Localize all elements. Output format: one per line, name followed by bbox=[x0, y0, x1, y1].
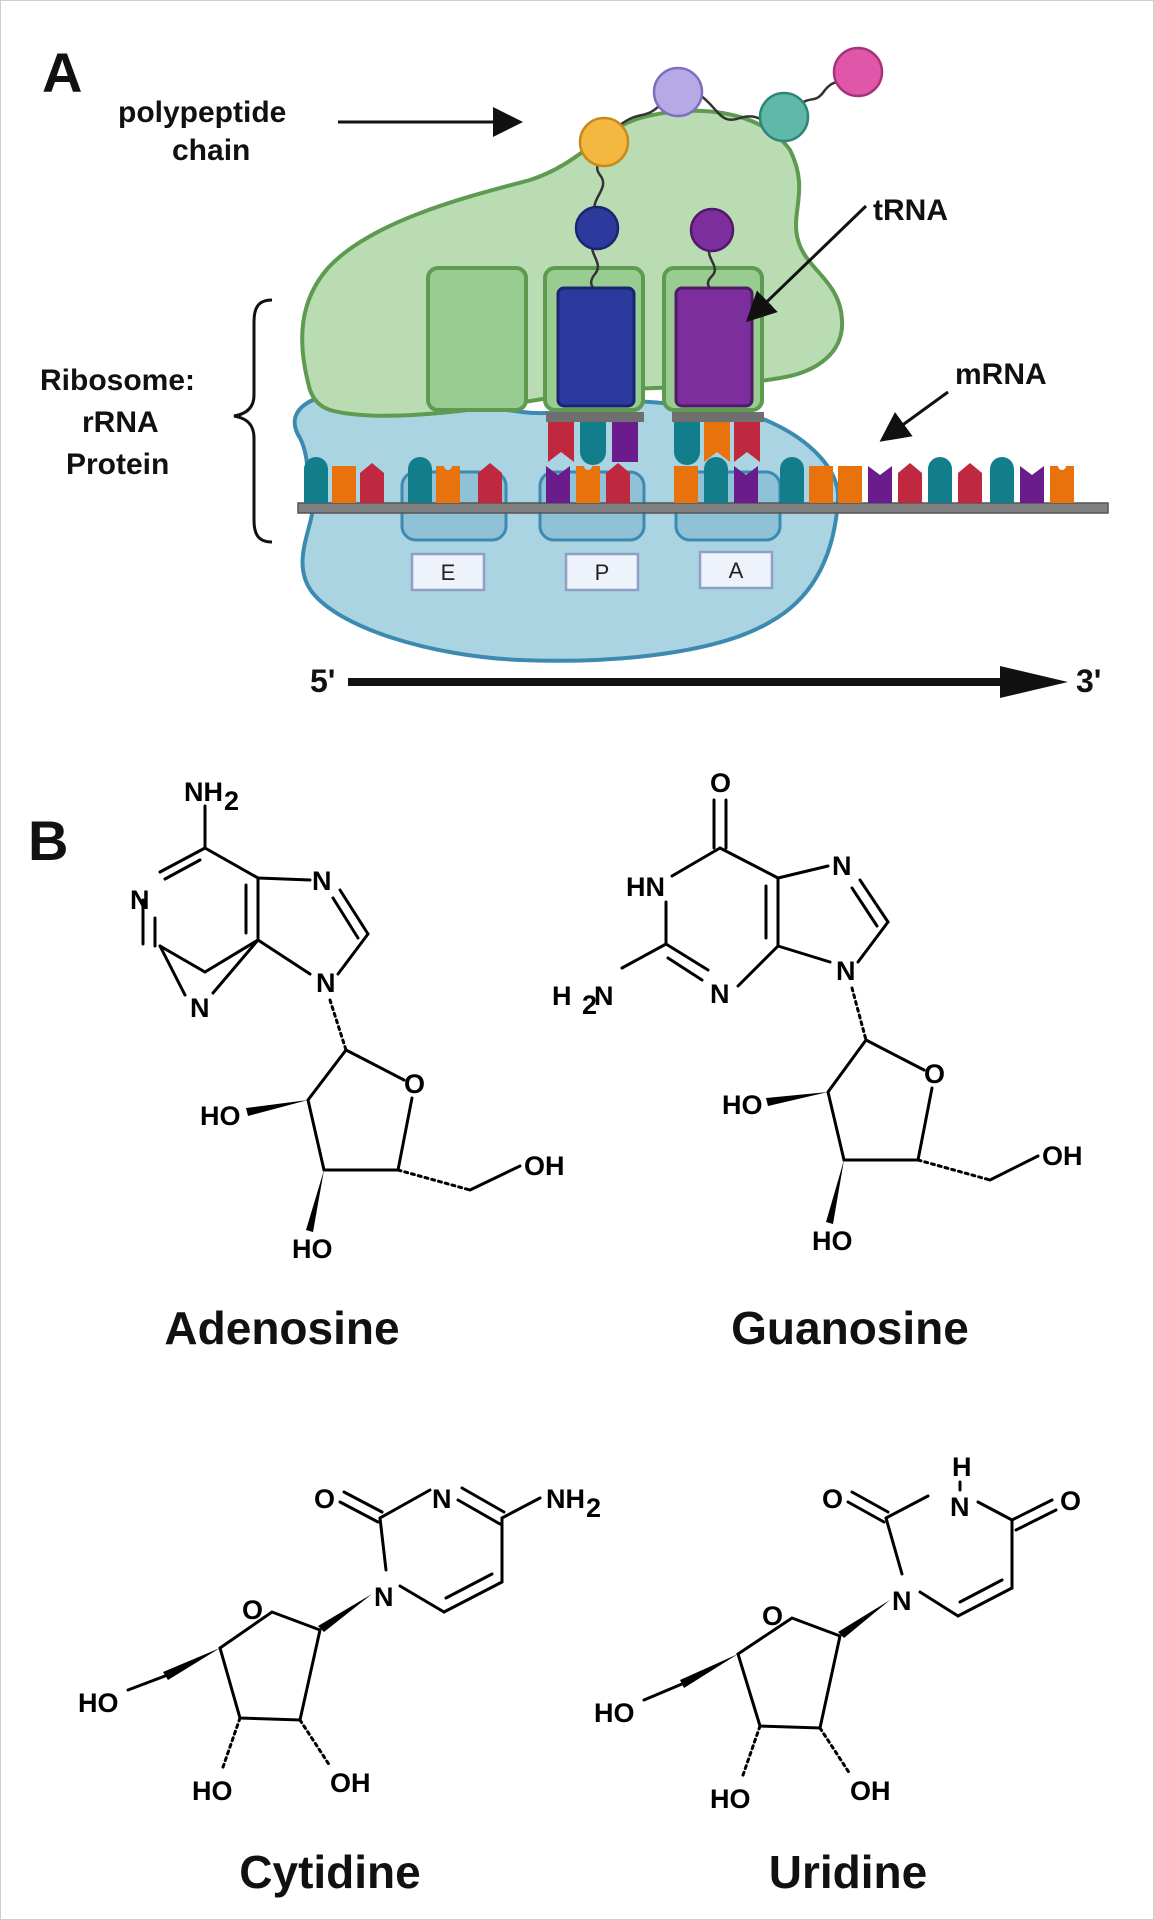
svg-text:E: E bbox=[441, 560, 456, 585]
svg-text:H: H bbox=[552, 981, 572, 1011]
svg-text:HO: HO bbox=[710, 1784, 751, 1814]
svg-text:H: H bbox=[952, 1452, 972, 1482]
svg-text:N: N bbox=[316, 968, 336, 998]
adenosine-name: Adenosine bbox=[164, 1302, 399, 1354]
svg-text:NH: NH bbox=[184, 777, 223, 807]
guanosine-name: Guanosine bbox=[731, 1302, 969, 1354]
svg-text:HN: HN bbox=[626, 872, 665, 902]
svg-text:OH: OH bbox=[1042, 1141, 1083, 1171]
site-label-a: A bbox=[698, 550, 774, 590]
ribosome-label-line3: Protein bbox=[66, 448, 169, 481]
uridine-structure: O H N O N O HO HO OH bbox=[594, 1452, 1081, 1814]
polypeptide-chain bbox=[574, 46, 884, 253]
svg-text:N: N bbox=[832, 851, 852, 881]
svg-text:OH: OH bbox=[850, 1776, 891, 1806]
svg-text:OH: OH bbox=[524, 1151, 565, 1181]
svg-text:O: O bbox=[1060, 1486, 1081, 1516]
cytidine-name: Cytidine bbox=[239, 1846, 420, 1898]
svg-text:NH: NH bbox=[546, 1484, 585, 1514]
svg-text:HO: HO bbox=[200, 1101, 241, 1131]
polypeptide-label-line2: chain bbox=[172, 134, 250, 167]
svg-text:O: O bbox=[822, 1484, 843, 1514]
cytidine-structure: O N NH 2 N O HO HO OH bbox=[78, 1484, 601, 1806]
trna-label: tRNA bbox=[873, 194, 948, 227]
site-label-e: E bbox=[410, 552, 486, 592]
ribosome-brace bbox=[233, 298, 273, 544]
svg-text:N: N bbox=[432, 1484, 452, 1514]
mrna-strand bbox=[297, 502, 1109, 514]
ribosome-label-line1: Ribosome: bbox=[40, 364, 195, 397]
adenosine-structure: NH 2 N N N N O HO HO OH bbox=[130, 777, 565, 1264]
svg-text:N: N bbox=[892, 1586, 912, 1616]
five-prime-label: 5' bbox=[310, 663, 335, 699]
svg-text:2: 2 bbox=[582, 990, 597, 1020]
guanosine-structure: O HN H 2 N N N N O HO HO bbox=[552, 768, 1083, 1256]
svg-text:HO: HO bbox=[192, 1776, 233, 1806]
panel-a-letter: A bbox=[42, 41, 82, 104]
svg-text:HO: HO bbox=[812, 1226, 853, 1256]
svg-text:N: N bbox=[312, 866, 332, 896]
svg-text:O: O bbox=[762, 1601, 783, 1631]
svg-text:N: N bbox=[594, 981, 614, 1011]
svg-text:N: N bbox=[374, 1582, 394, 1612]
svg-text:N: N bbox=[190, 993, 210, 1023]
polypeptide-label-line1: polypeptide bbox=[118, 96, 286, 129]
panel-b-letter: B bbox=[28, 809, 68, 872]
svg-text:O: O bbox=[924, 1059, 945, 1089]
a-site-trna bbox=[672, 245, 764, 465]
mrna-label: mRNA bbox=[955, 358, 1047, 391]
uridine-name: Uridine bbox=[769, 1846, 927, 1898]
svg-text:2: 2 bbox=[224, 786, 239, 816]
svg-text:O: O bbox=[314, 1484, 335, 1514]
svg-text:P: P bbox=[595, 560, 610, 585]
svg-text:O: O bbox=[710, 768, 731, 798]
svg-text:HO: HO bbox=[78, 1688, 119, 1718]
direction-arrow-head bbox=[1000, 666, 1068, 698]
site-label-p: P bbox=[564, 552, 640, 592]
svg-text:OH: OH bbox=[330, 1768, 371, 1798]
svg-text:2: 2 bbox=[586, 1493, 601, 1523]
svg-text:N: N bbox=[130, 885, 150, 915]
svg-text:HO: HO bbox=[722, 1090, 763, 1120]
p-site-trna bbox=[546, 239, 644, 465]
svg-text:HO: HO bbox=[292, 1234, 333, 1264]
svg-text:N: N bbox=[950, 1492, 970, 1522]
e-site-slot bbox=[426, 266, 528, 412]
mrna-pointer-arrow bbox=[879, 390, 949, 442]
svg-text:N: N bbox=[836, 956, 856, 986]
svg-text:A: A bbox=[729, 558, 744, 583]
svg-text:N: N bbox=[710, 979, 730, 1009]
svg-text:O: O bbox=[404, 1069, 425, 1099]
three-prime-label: 3' bbox=[1076, 663, 1101, 699]
trna-pointer-arrow bbox=[745, 204, 868, 323]
ribosome-label-line2: rRNA bbox=[82, 406, 159, 439]
svg-text:HO: HO bbox=[594, 1698, 635, 1728]
svg-text:O: O bbox=[242, 1595, 263, 1625]
mrna-nucleotides bbox=[304, 457, 1074, 503]
